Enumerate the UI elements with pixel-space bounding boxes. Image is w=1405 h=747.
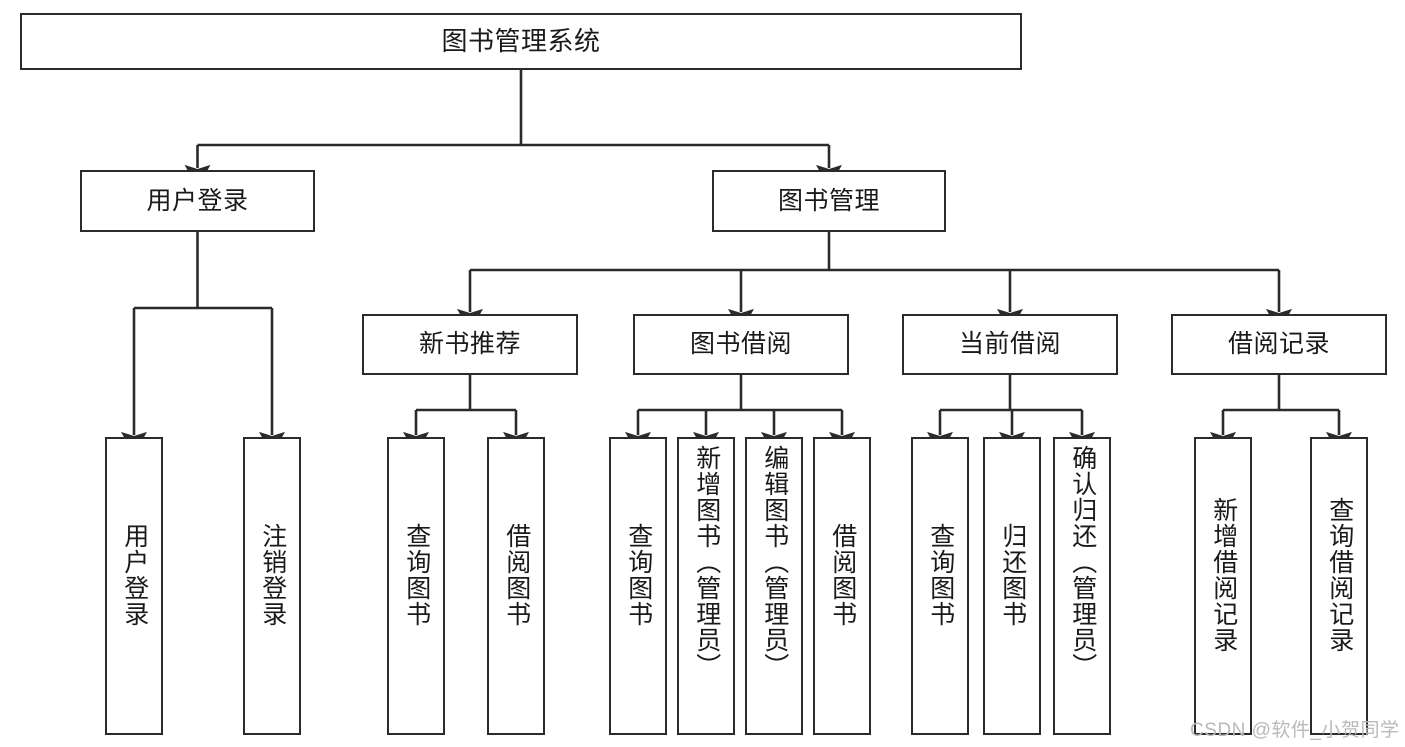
node-leaf-rec-query-label: 查询图书 bbox=[402, 523, 431, 627]
node-book-manage-label: 图书管理 bbox=[777, 186, 880, 215]
node-new-book-rec[interactable]: 新书推荐 bbox=[362, 314, 578, 375]
node-leaf-borrow-query-label: 查询图书 bbox=[624, 523, 653, 627]
node-borrow-record[interactable]: 借阅记录 bbox=[1171, 314, 1387, 375]
node-leaf-borrow-do-label: 借阅图书 bbox=[828, 523, 857, 627]
node-root-label: 图书管理系统 bbox=[441, 26, 601, 57]
node-leaf-borrow-add[interactable]: 新增图书（管理员） bbox=[677, 437, 735, 735]
node-book-manage[interactable]: 图书管理 bbox=[712, 170, 946, 232]
node-leaf-rec-borrow[interactable]: 借阅图书 bbox=[487, 437, 545, 735]
node-leaf-rec-add-label: 新增借阅记录 bbox=[1209, 497, 1238, 653]
node-leaf-user-logout-label: 注销登录 bbox=[258, 523, 287, 627]
node-current-borrow[interactable]: 当前借阅 bbox=[902, 314, 1118, 375]
node-book-borrow[interactable]: 图书借阅 bbox=[633, 314, 849, 375]
node-leaf-borrow-add-label: 新增图书（管理员） bbox=[692, 445, 721, 679]
node-leaf-cur-query[interactable]: 查询图书 bbox=[911, 437, 969, 735]
node-leaf-borrow-edit-label: 编辑图书（管理员） bbox=[760, 445, 789, 679]
node-current-borrow-label: 当前借阅 bbox=[958, 330, 1061, 358]
node-leaf-cur-confirm[interactable]: 确认归还（管理员） bbox=[1053, 437, 1111, 735]
node-leaf-rec-query2-label: 查询借阅记录 bbox=[1325, 497, 1354, 653]
node-leaf-rec-add[interactable]: 新增借阅记录 bbox=[1194, 437, 1252, 735]
node-leaf-cur-return[interactable]: 归还图书 bbox=[983, 437, 1041, 735]
node-leaf-borrow-edit[interactable]: 编辑图书（管理员） bbox=[745, 437, 803, 735]
node-leaf-rec-borrow-label: 借阅图书 bbox=[502, 523, 531, 627]
node-leaf-cur-confirm-label: 确认归还（管理员） bbox=[1068, 445, 1097, 679]
node-leaf-rec-query[interactable]: 查询图书 bbox=[387, 437, 445, 735]
node-root[interactable]: 图书管理系统 bbox=[20, 13, 1022, 70]
node-leaf-borrow-query[interactable]: 查询图书 bbox=[609, 437, 667, 735]
csdn-watermark: CSDN @软件_小贺同学 bbox=[1190, 720, 1400, 741]
node-leaf-user-login-label: 用户登录 bbox=[120, 523, 149, 627]
node-book-borrow-label: 图书借阅 bbox=[689, 330, 792, 358]
node-leaf-user-login[interactable]: 用户登录 bbox=[105, 437, 163, 735]
node-leaf-user-logout[interactable]: 注销登录 bbox=[243, 437, 301, 735]
node-new-book-rec-label: 新书推荐 bbox=[418, 330, 521, 358]
node-leaf-rec-query2[interactable]: 查询借阅记录 bbox=[1310, 437, 1368, 735]
node-leaf-cur-return-label: 归还图书 bbox=[998, 523, 1027, 627]
node-leaf-cur-query-label: 查询图书 bbox=[926, 523, 955, 627]
node-leaf-borrow-do[interactable]: 借阅图书 bbox=[813, 437, 871, 735]
node-user-login[interactable]: 用户登录 bbox=[80, 170, 315, 232]
node-user-login-label: 用户登录 bbox=[146, 186, 249, 215]
node-borrow-record-label: 借阅记录 bbox=[1227, 330, 1330, 358]
